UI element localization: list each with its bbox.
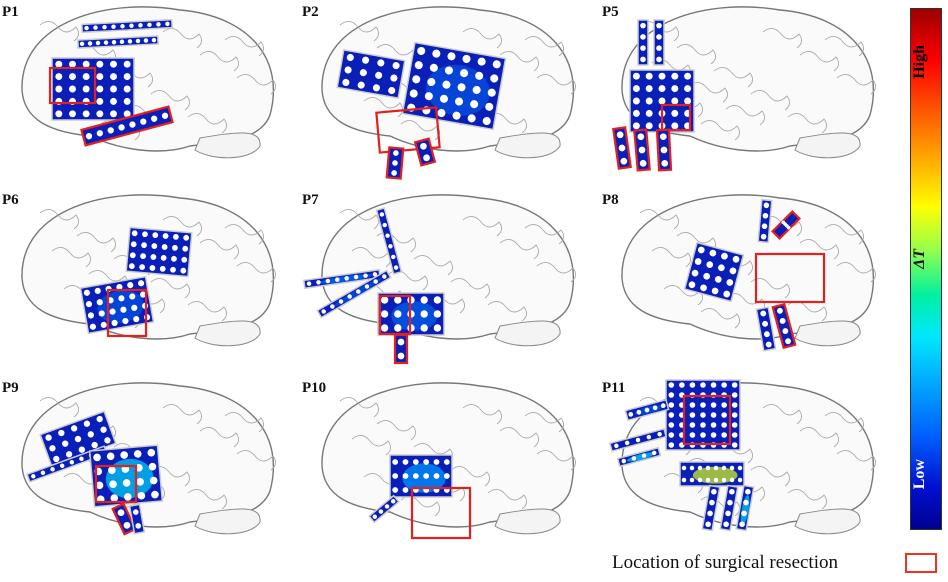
resection-electrode-grid [48, 66, 97, 105]
electrode-grid [79, 275, 155, 335]
electrode-grid [389, 454, 453, 498]
colorbar-low-label: Low [911, 459, 928, 490]
resection-electrode-grid [682, 394, 732, 446]
resection-electrode-grid [633, 128, 651, 172]
resection-electrode-grid [80, 105, 174, 147]
resection-electrode-grid [655, 128, 673, 172]
colorbar-high-label: High [911, 45, 928, 79]
resection-legend-swatch [905, 553, 937, 573]
electrode-grid [701, 484, 721, 532]
colorbar-mid-label: ΔT [911, 249, 928, 269]
electrode-grid [719, 484, 739, 532]
electrode-grid [368, 494, 400, 524]
legend-text: Location of surgical resection [612, 552, 838, 573]
panel-label: P7 [302, 192, 319, 208]
electrode-grid [336, 49, 406, 99]
delta-t-colorbar: High ΔT Low [910, 8, 942, 530]
electrode-grid [665, 379, 741, 451]
panel-label: P10 [302, 380, 327, 396]
resection-electrode-grid [111, 502, 137, 536]
resection-electrode-grid [94, 464, 138, 504]
electrode-grid [735, 484, 755, 532]
electrode-grid [39, 410, 117, 468]
electrode-grid [125, 226, 193, 278]
resection-electrode-grid [413, 137, 437, 167]
electrode-grid [683, 241, 745, 303]
panel-label: P9 [2, 380, 19, 396]
electrode-grid [624, 398, 670, 422]
resection-electrode-grid [771, 210, 801, 240]
panel-label: P2 [302, 4, 319, 20]
resection-electrode-grid [771, 302, 797, 350]
panel-label: P5 [602, 4, 619, 20]
panel-label: P6 [2, 192, 19, 208]
panel-label: P8 [602, 192, 619, 208]
electrode-grid [616, 446, 662, 468]
resection-electrode-grid [393, 333, 409, 365]
electrode-grid [679, 461, 745, 487]
resection-electrode-grid [385, 146, 405, 180]
resection-electrode-grid [612, 126, 632, 170]
resection-electrode-grid [754, 252, 826, 304]
electrode-grid [401, 41, 507, 131]
electrode-grid [755, 306, 777, 352]
panel-label: P11 [602, 380, 626, 396]
electrode-grid [77, 35, 159, 49]
panel-label: P1 [2, 4, 19, 20]
resection-electrode-grid [660, 103, 692, 132]
resection-electrode-grid [375, 106, 441, 154]
electrode-grid [128, 503, 146, 535]
electrode-grid [653, 19, 665, 66]
electrode-grid [88, 444, 164, 508]
resection-electrode-grid [410, 486, 472, 540]
electrode-grid [302, 268, 382, 290]
electrode-grid [637, 19, 649, 66]
electrode-grid [316, 269, 392, 319]
electrode-grid [757, 198, 773, 244]
electrode-grid [375, 207, 403, 275]
electrode-grid [81, 18, 173, 34]
electrode-grid [609, 427, 667, 453]
resection-electrode-grid [106, 288, 148, 338]
